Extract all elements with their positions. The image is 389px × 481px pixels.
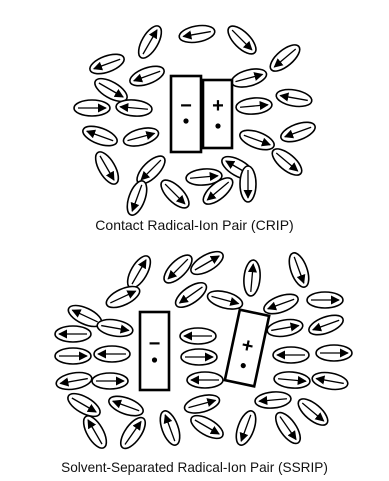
solvent-molecule-icon: [178, 23, 216, 45]
solvent-molecule-icon: [232, 408, 259, 447]
solvent-molecule-icon: [156, 408, 183, 447]
solvent-molecule-icon: [180, 328, 216, 344]
solvent-molecule-icon: [278, 118, 317, 145]
anion-box: −: [171, 76, 201, 152]
solvent-molecule-icon: [311, 370, 349, 392]
solvent-molecule-icon: [268, 144, 306, 179]
solvent-molecule-icon: [87, 50, 126, 77]
solvent-molecule-icon: [294, 394, 332, 429]
solvent-molecule-icon: [55, 326, 91, 342]
solvent-molecule-icon: [74, 100, 110, 116]
crip-caption: Contact Radical-Ion Pair (CRIP): [0, 217, 389, 233]
solvent-molecule-icon: [55, 370, 93, 392]
solvent-molecule-icon: [230, 66, 269, 91]
solvent-molecule-icon: [266, 40, 304, 75]
solvent-molecule-icon: [181, 349, 217, 365]
solvent-molecule-icon: [261, 290, 300, 317]
anion-sign: −: [149, 333, 161, 355]
solvent-molecule-icon: [187, 411, 226, 443]
cation-box: +: [225, 310, 269, 387]
anion-box: −: [140, 312, 169, 390]
cation-sign: +: [212, 95, 224, 117]
solvent-molecule-icon: [106, 392, 145, 419]
solvent-molecule-icon: [240, 166, 256, 202]
solvent-molecule-icon: [103, 282, 142, 312]
solvent-molecule-icon: [237, 126, 276, 153]
solvent-molecule-icon: [91, 148, 123, 187]
cation-box: +: [203, 80, 232, 148]
solvent-molecule-icon: [316, 345, 352, 361]
solvent-molecule-icon: [235, 96, 272, 115]
crip-panel: − +: [74, 22, 318, 218]
solvent-molecule-icon: [123, 178, 150, 217]
solvent-molecule-icon: [92, 373, 128, 389]
solvent-molecule-icon: [242, 259, 261, 296]
solvent-molecule-icon: [187, 247, 226, 279]
solvent-molecule-icon: [127, 62, 166, 89]
solvent-molecule-icon: [187, 372, 223, 388]
solvent-molecule-icon: [285, 250, 312, 289]
solvent-molecule-icon: [80, 122, 119, 149]
solvent-molecule-icon: [96, 317, 134, 339]
solvent-molecule-icon: [266, 317, 304, 339]
solvent-molecule-icon: [94, 346, 130, 362]
solvent-molecule-icon: [115, 98, 152, 117]
anion-sign: −: [180, 95, 192, 117]
solvent-molecule-icon: [172, 278, 211, 312]
solvent-molecule-icon: [55, 348, 91, 364]
solvent-molecule-icon: [273, 347, 309, 363]
solvent-molecule-icon: [224, 22, 261, 59]
solvent-shell-ssrip: [55, 247, 352, 452]
solvent-molecule-icon: [271, 409, 305, 448]
solvent-molecule-icon: [122, 125, 161, 150]
solvent-molecule-icon: [134, 22, 166, 61]
solvent-molecule-icon: [183, 392, 222, 417]
solvent-molecule-icon: [64, 389, 103, 421]
solvent-molecule-icon: [307, 292, 343, 308]
solvent-molecule-icon: [116, 414, 150, 453]
solvent-molecule-icon: [206, 288, 245, 313]
ssrip-panel: − +: [55, 247, 352, 452]
solvent-molecule-icon: [79, 412, 111, 451]
solvent-molecule-icon: [273, 370, 310, 389]
solvent-molecule-icon: [275, 87, 313, 109]
solvent-molecule-icon: [123, 252, 155, 291]
solvent-molecule-icon: [254, 390, 291, 409]
ssrip-caption: Solvent-Separated Radical-Ion Pair (SSRI…: [0, 460, 389, 475]
solvent-molecule-icon: [306, 311, 345, 338]
